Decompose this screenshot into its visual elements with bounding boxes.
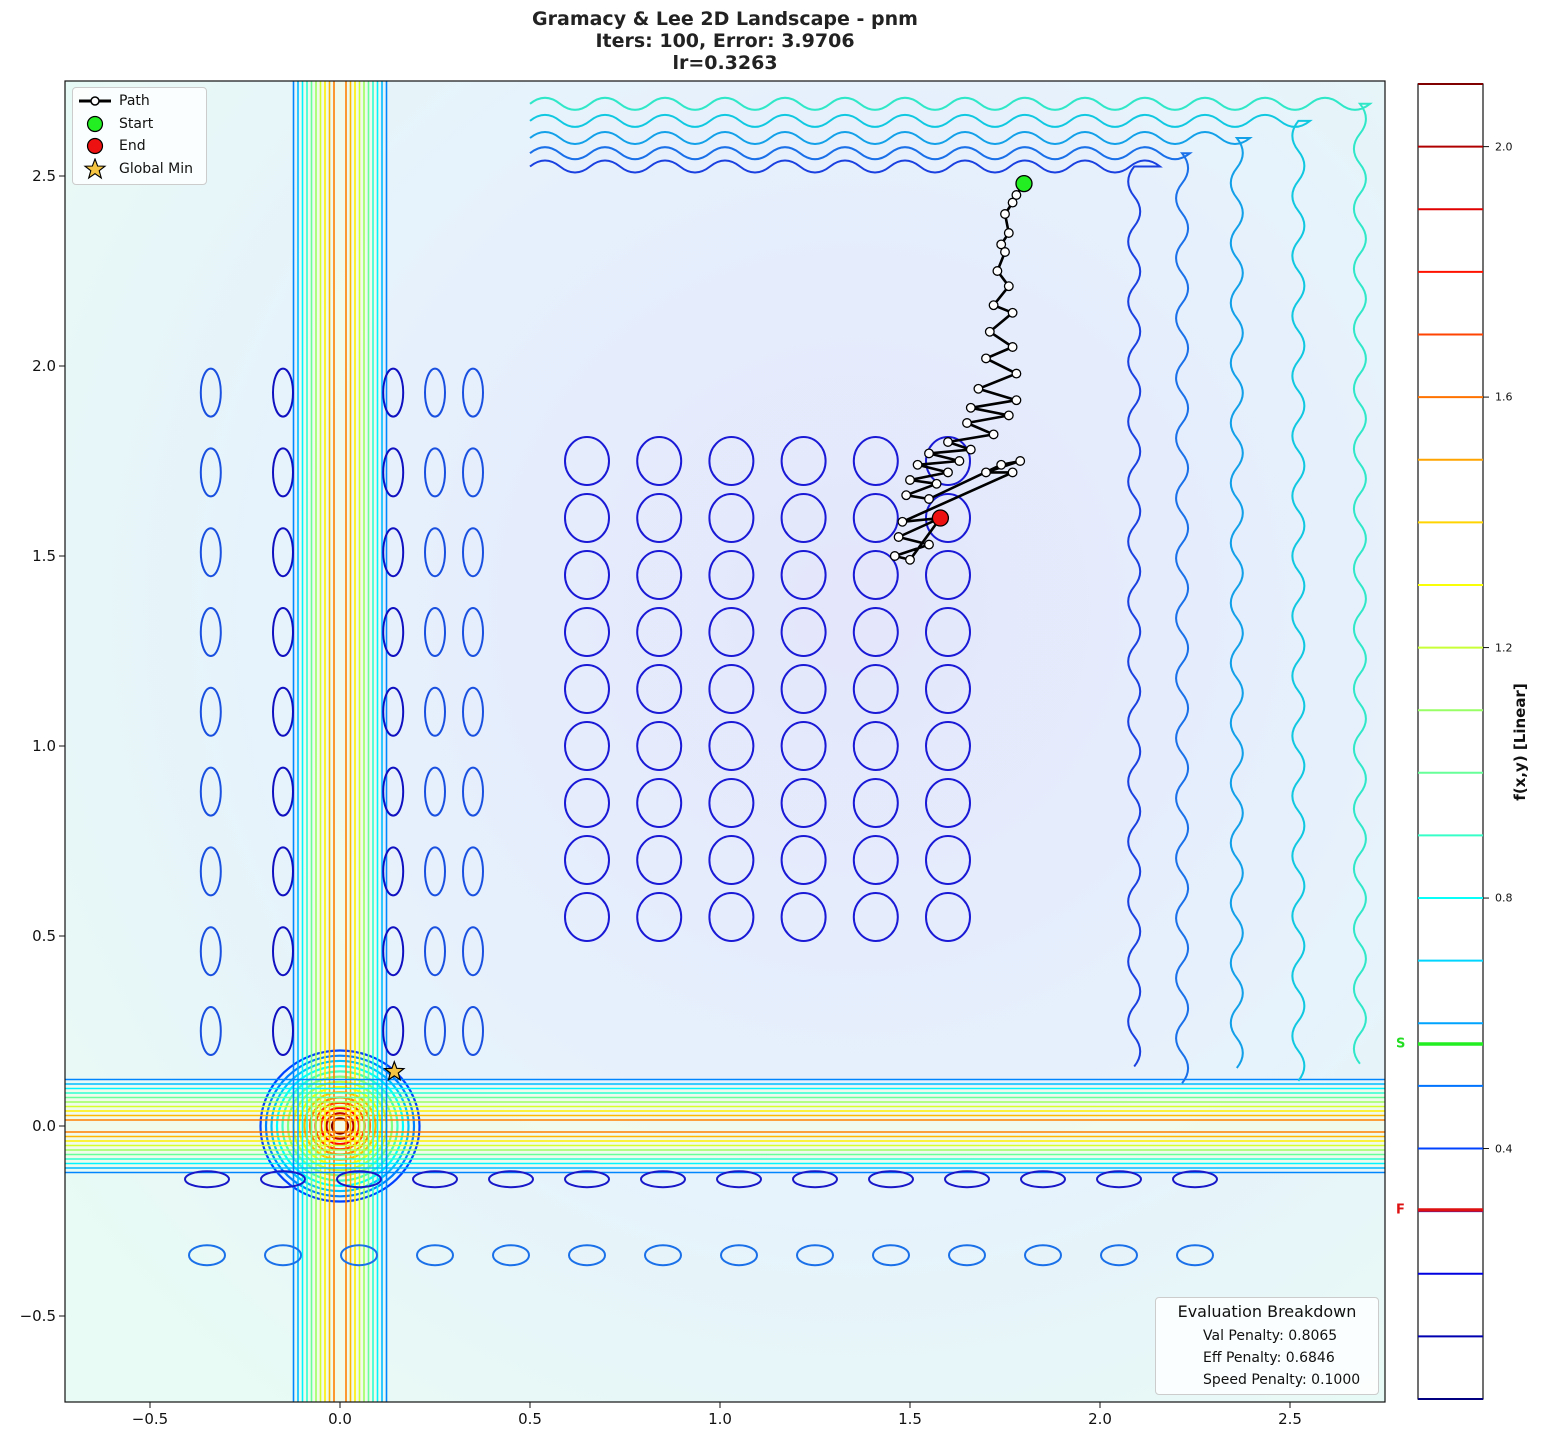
- legend: Path Start End Global Min: [72, 87, 207, 185]
- path-point: [924, 539, 934, 550]
- val-penalty: Val Penalty: 0.8065: [1203, 1328, 1338, 1344]
- path-point: [1007, 467, 1018, 478]
- path-point: [965, 402, 976, 413]
- cb-tick-0.4: 0.4: [1495, 1142, 1513, 1156]
- path-point: [1000, 247, 1010, 257]
- path-point: [1007, 307, 1018, 318]
- path-point: [965, 444, 976, 455]
- path-point: [943, 437, 953, 447]
- path-point: [988, 429, 999, 440]
- x-tick-neg0.5: −0.5: [131, 1410, 169, 1428]
- star-icon: [83, 157, 107, 180]
- legend-item-end: End: [73, 135, 146, 157]
- plot-frame: [64, 80, 1386, 1403]
- global-min-star: [383, 1059, 406, 1082]
- path-point: [981, 353, 991, 364]
- path-point: [1015, 456, 1026, 466]
- path-point: [912, 459, 923, 470]
- legend-item-start: Start: [73, 113, 153, 135]
- path-point: [931, 478, 942, 489]
- x-tick-2.0: 2.0: [1088, 1410, 1112, 1428]
- path-point: [996, 239, 1007, 250]
- path-point: [992, 266, 1003, 276]
- x-tick-2.5: 2.5: [1278, 1410, 1302, 1428]
- x-tick-0.5: 0.5: [518, 1410, 542, 1428]
- path-point: [924, 448, 934, 459]
- evaluation-breakdown: Evaluation Breakdown Val Penalty: 0.8065…: [1155, 1297, 1379, 1395]
- path-point: [954, 456, 965, 466]
- cb-tick-0.8: 0.8: [1495, 891, 1513, 905]
- title-line-1: Gramacy & Lee 2D Landscape - pnm: [532, 8, 918, 30]
- colorbar-start-marker: S: [1396, 1036, 1406, 1052]
- chart-title: Gramacy & Lee 2D Landscape - pnm Iters: …: [65, 8, 1385, 74]
- path-point: [1003, 281, 1014, 292]
- y-tick-2.0: 2.0: [32, 357, 56, 375]
- path-point: [1007, 197, 1018, 208]
- path-point: [962, 418, 972, 428]
- y-tick-1.0: 1.0: [32, 737, 56, 755]
- contour-area: [65, 81, 1385, 1402]
- cb-tick-1.6: 1.6: [1495, 390, 1513, 404]
- y-tick-1.5: 1.5: [32, 547, 56, 565]
- path-point: [988, 300, 999, 311]
- path-point: [1011, 368, 1022, 379]
- y-tick-0.0: 0.0: [32, 1117, 56, 1135]
- colorbar-label: f(x,y) [Linear]: [1511, 683, 1529, 801]
- path-point: [1011, 395, 1022, 406]
- cb-tick-2.0: 2.0: [1495, 140, 1513, 154]
- eff-penalty: Eff Penalty: 0.6846: [1203, 1350, 1335, 1366]
- legend-item-global-min: Global Min: [73, 157, 193, 180]
- title-line-3: lr=0.3263: [672, 52, 778, 74]
- speed-penalty: Speed Penalty: 0.1000: [1203, 1372, 1361, 1388]
- start-marker: [1015, 174, 1033, 193]
- cb-tick-1.2: 1.2: [1495, 641, 1513, 655]
- path-point: [901, 490, 912, 501]
- path-point: [1000, 209, 1010, 219]
- legend-item-path: Path: [73, 90, 150, 112]
- evaluation-title: Evaluation Breakdown: [1177, 1302, 1357, 1321]
- green-circle-icon: [86, 115, 104, 133]
- path-point: [897, 516, 908, 527]
- path-point: [981, 467, 991, 478]
- path-point: [984, 326, 995, 337]
- path-point: [943, 467, 953, 478]
- path-point: [893, 532, 904, 542]
- x-tick-0.0: 0.0: [328, 1410, 352, 1428]
- x-tick-1.0: 1.0: [708, 1410, 732, 1428]
- path-point: [973, 383, 984, 394]
- y-tick-2.5: 2.5: [32, 167, 56, 185]
- path-line-icon: [79, 96, 111, 106]
- path-point: [1011, 190, 1022, 200]
- colorbar: [1417, 83, 1489, 1400]
- end-marker: [931, 509, 950, 527]
- path-point: [889, 551, 900, 561]
- y-tick-neg0.5: −0.5: [19, 1307, 56, 1325]
- path-point: [1007, 342, 1018, 352]
- path-point: [1003, 228, 1014, 238]
- path-point: [905, 554, 915, 565]
- path-point: [905, 475, 915, 485]
- path-point: [996, 459, 1007, 470]
- colorbar-final-marker: F: [1396, 1202, 1405, 1218]
- y-tick-0.5: 0.5: [32, 927, 56, 945]
- red-circle-icon: [86, 137, 104, 155]
- path-point: [924, 494, 934, 504]
- title-line-2: Iters: 100, Error: 3.9706: [595, 30, 855, 52]
- path-point: [1003, 410, 1014, 421]
- x-tick-1.5: 1.5: [898, 1410, 922, 1428]
